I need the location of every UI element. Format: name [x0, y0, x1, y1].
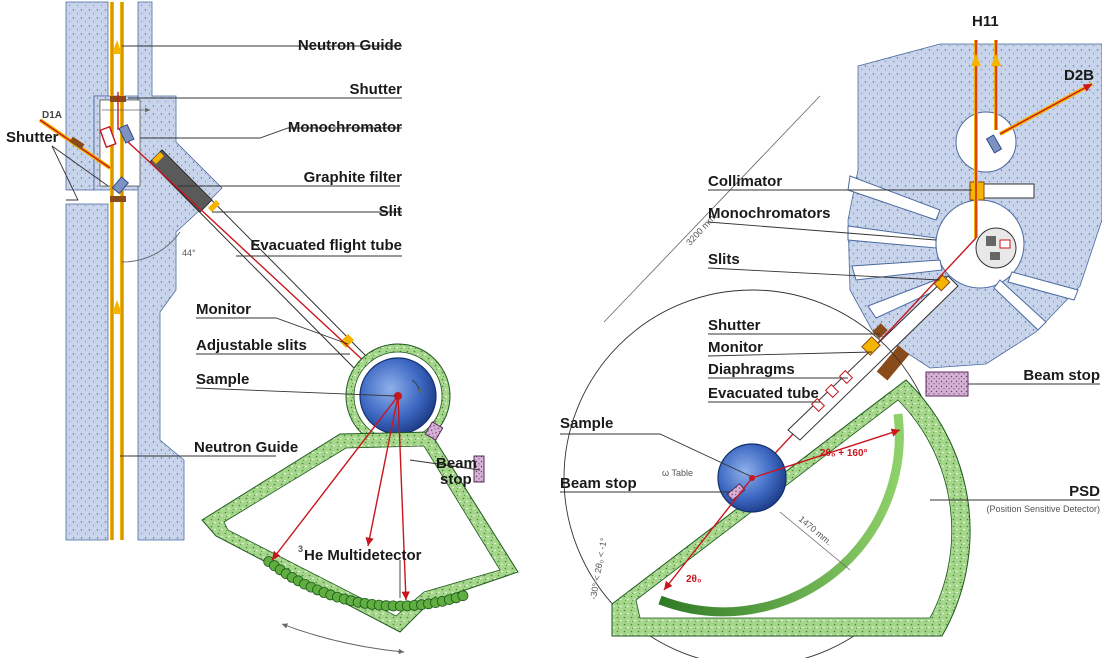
label-monitor: Monitor	[196, 301, 251, 318]
label-angle-range: -30° < 2θ₀ < -1°	[588, 537, 609, 601]
label-h11: H11	[972, 13, 999, 30]
label-sample-right: Sample	[560, 415, 613, 432]
label-omega-table: ω Table	[662, 468, 693, 478]
scattered-ray-2	[365, 395, 399, 547]
guide-shutter-bottom	[110, 196, 126, 202]
label-beam-stop-2: stop	[440, 471, 472, 488]
label-graphite-filter: Graphite filter	[304, 169, 403, 186]
angle-label: 44°	[182, 248, 196, 258]
h11-arrow-1	[971, 54, 981, 66]
distance-long-line	[603, 95, 821, 323]
leader-monitor-right	[707, 351, 873, 357]
scattered-ray-max	[751, 428, 901, 479]
label-collimator: Collimator	[708, 173, 782, 190]
detector-tube	[457, 590, 469, 602]
d2b-instrument: 3200 mm. 1470 mm. 2θ₀ + 160° 2θ₀ ω Table…	[560, 13, 1102, 663]
monochromator-crystal-blue-2	[111, 176, 130, 195]
shutter-right-block	[876, 345, 910, 381]
label-neutron-guide-bottom: Neutron Guide	[194, 439, 298, 456]
leader-monochromator	[140, 127, 402, 139]
collimator-slots	[847, 175, 1079, 331]
label-multidetector: He Multidetector	[304, 547, 422, 564]
angle-arc	[121, 231, 181, 263]
scattered-ray-3	[397, 395, 410, 601]
label-beam-stop-left: Beam stop	[560, 475, 637, 492]
label-psd: PSD	[1069, 483, 1100, 500]
leader-sample-right	[560, 433, 751, 477]
detector-rotation-arrow-back	[281, 623, 405, 653]
multidetector-tubes	[263, 556, 469, 612]
label-d1a: D1A	[42, 110, 62, 121]
label-neutron-guide-top: Neutron Guide	[298, 37, 402, 54]
guide-shielding-right	[137, 1, 223, 541]
collimator-block	[979, 183, 1035, 199]
detector-rotation-arrow	[281, 623, 405, 655]
label-shutter: Shutter	[350, 81, 403, 98]
h11-arrow-2	[991, 54, 1001, 66]
guide-shielding-left-lower	[65, 203, 109, 541]
monochromator-crystal-red	[99, 125, 117, 149]
d2b-takeoff-cavity	[955, 111, 1017, 173]
diffracted-beam	[127, 141, 396, 391]
label-flight-tube: Evacuated flight tube	[250, 237, 402, 254]
label-adjustable-slits: Adjustable slits	[196, 337, 307, 354]
scattered-ray-1	[271, 395, 399, 561]
label-slit: Slit	[379, 203, 402, 220]
label-shutter-left: Shutter	[6, 129, 59, 146]
label-two-theta: 2θ₀	[686, 574, 701, 585]
label-diaphragms: Diaphragms	[708, 361, 795, 378]
label-sample: Sample	[196, 371, 249, 388]
evacuated-tube	[787, 274, 959, 441]
d1a-instrument: 44°	[6, 1, 519, 655]
label-d2b: D2B	[1064, 67, 1094, 84]
guide-arrow-2	[112, 300, 122, 314]
beam-stop-main	[925, 371, 969, 397]
d2b-monochromator	[985, 134, 1003, 154]
label-psd-full: (Position Sensitive Detector)	[986, 504, 1100, 514]
leader-monochromators	[707, 221, 937, 241]
leader-beam-stop	[409, 459, 481, 471]
beam-stop-near	[424, 421, 444, 441]
leader-shutter-left	[51, 145, 79, 201]
label-monochromators: Monochromators	[708, 205, 831, 222]
psd-detector	[658, 413, 904, 617]
d2b-core	[999, 83, 1093, 135]
table-rotation-arrow	[411, 379, 423, 395]
d1a-shutter	[69, 136, 85, 150]
label-beam-stop-1: Beam	[436, 455, 477, 472]
monochromator-crystal-blue-1	[118, 123, 135, 144]
mono-crystal-3	[990, 252, 1000, 260]
label-multidetector-sup: 3	[298, 544, 303, 554]
leader-monitor	[196, 317, 349, 345]
leader-slits	[707, 267, 941, 281]
label-shutter-right: Shutter	[708, 317, 761, 334]
label-monitor-right: Monitor	[708, 339, 763, 356]
guide-arrow-1	[112, 40, 122, 54]
label-evacuated-tube: Evacuated tube	[708, 385, 819, 402]
label-monochromator: Monochromator	[288, 119, 402, 136]
mono-crystal-1	[986, 236, 996, 246]
label-two-theta-max: 2θ₀ + 160°	[820, 448, 868, 459]
leader-sample	[195, 387, 397, 397]
psd-shield-inner	[635, 399, 953, 619]
mono-crystal-2	[999, 239, 1011, 249]
scattered-ray-min	[663, 477, 753, 591]
label-beam-stop-right: Beam stop	[1023, 367, 1100, 384]
leader-shutter-left-2	[51, 145, 109, 187]
label-slits: Slits	[708, 251, 740, 268]
distance-short-line	[779, 511, 851, 571]
